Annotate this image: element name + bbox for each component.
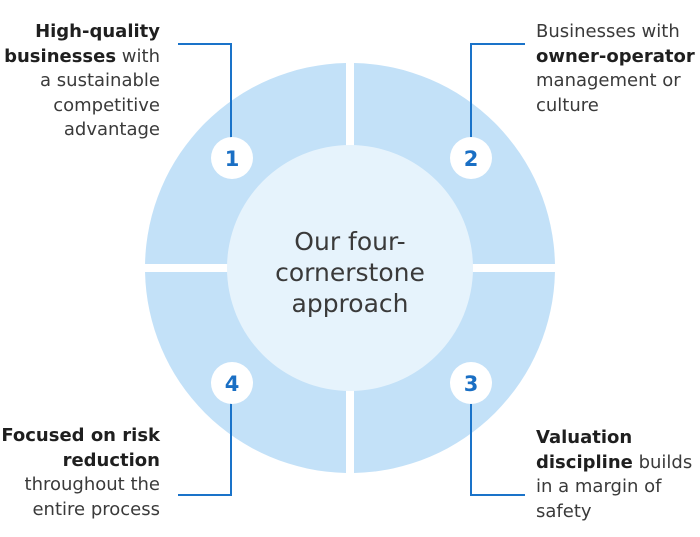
label-text: safety [536, 500, 592, 522]
label-line: reduction [1, 449, 160, 474]
connector-line-4 [178, 403, 232, 496]
label-text: entire process [32, 498, 160, 520]
number-badge-1: 1 [211, 137, 253, 179]
label-text: competitive [53, 94, 160, 116]
center-line-1: Our four- [294, 227, 405, 256]
connector-line-2 [470, 43, 525, 138]
label-line: discipline builds [536, 451, 692, 476]
label-line: High-quality [4, 20, 160, 45]
connector-line-3 [470, 403, 525, 496]
number-label-4: 4 [225, 372, 240, 396]
label-line: management or [536, 69, 695, 94]
label-text: a sustainable [40, 70, 160, 91]
label-line: Valuation [536, 426, 692, 451]
label-line: owner-operator [536, 45, 695, 70]
label-text: Businesses with [536, 21, 680, 42]
number-badge-2: 2 [450, 137, 492, 179]
label-bold-text: Valuation [536, 427, 633, 448]
number-badge-4: 4 [211, 362, 253, 404]
label-text: builds [632, 451, 693, 473]
label-text: in a margin of [536, 476, 662, 497]
label-line: safety [536, 500, 692, 525]
number-label-3: 3 [464, 372, 479, 396]
number-label-1: 1 [225, 147, 240, 171]
cornerstone-text-2: Businesses with owner-operator management … [536, 20, 695, 118]
label-line: businesses with [4, 45, 160, 70]
label-line: culture [536, 94, 695, 119]
label-text: with [116, 45, 160, 67]
label-bold-text: businesses [4, 45, 117, 67]
label-bold-text: owner-operator [536, 45, 695, 67]
label-text: management or [536, 70, 681, 91]
label-text: culture [536, 94, 599, 116]
label-line: in a margin of [536, 475, 692, 500]
label-line: competitive [4, 94, 160, 119]
center-line-2: cornerstone [275, 258, 425, 287]
label-bold-text: discipline [536, 451, 633, 473]
label-bold-text: Focused on risk [1, 425, 160, 446]
cornerstone-text-4: Focused on risk reduction throughout the en… [1, 424, 160, 522]
label-text: throughout the [24, 474, 160, 495]
number-badge-3: 3 [450, 362, 492, 404]
label-line: advantage [4, 118, 160, 143]
label-line: Focused on risk [1, 424, 160, 449]
label-line: Businesses with [536, 20, 695, 45]
center-line-3: approach [292, 289, 409, 318]
label-bold-text: reduction [62, 449, 160, 471]
label-line: a sustainable [4, 69, 160, 94]
connector-line-1 [178, 43, 232, 138]
center-circle [227, 145, 473, 391]
label-line: throughout the [1, 473, 160, 498]
label-line: entire process [1, 498, 160, 523]
label-text: advantage [63, 119, 160, 140]
number-label-2: 2 [464, 147, 479, 171]
label-bold-text: High-quality [35, 21, 160, 42]
